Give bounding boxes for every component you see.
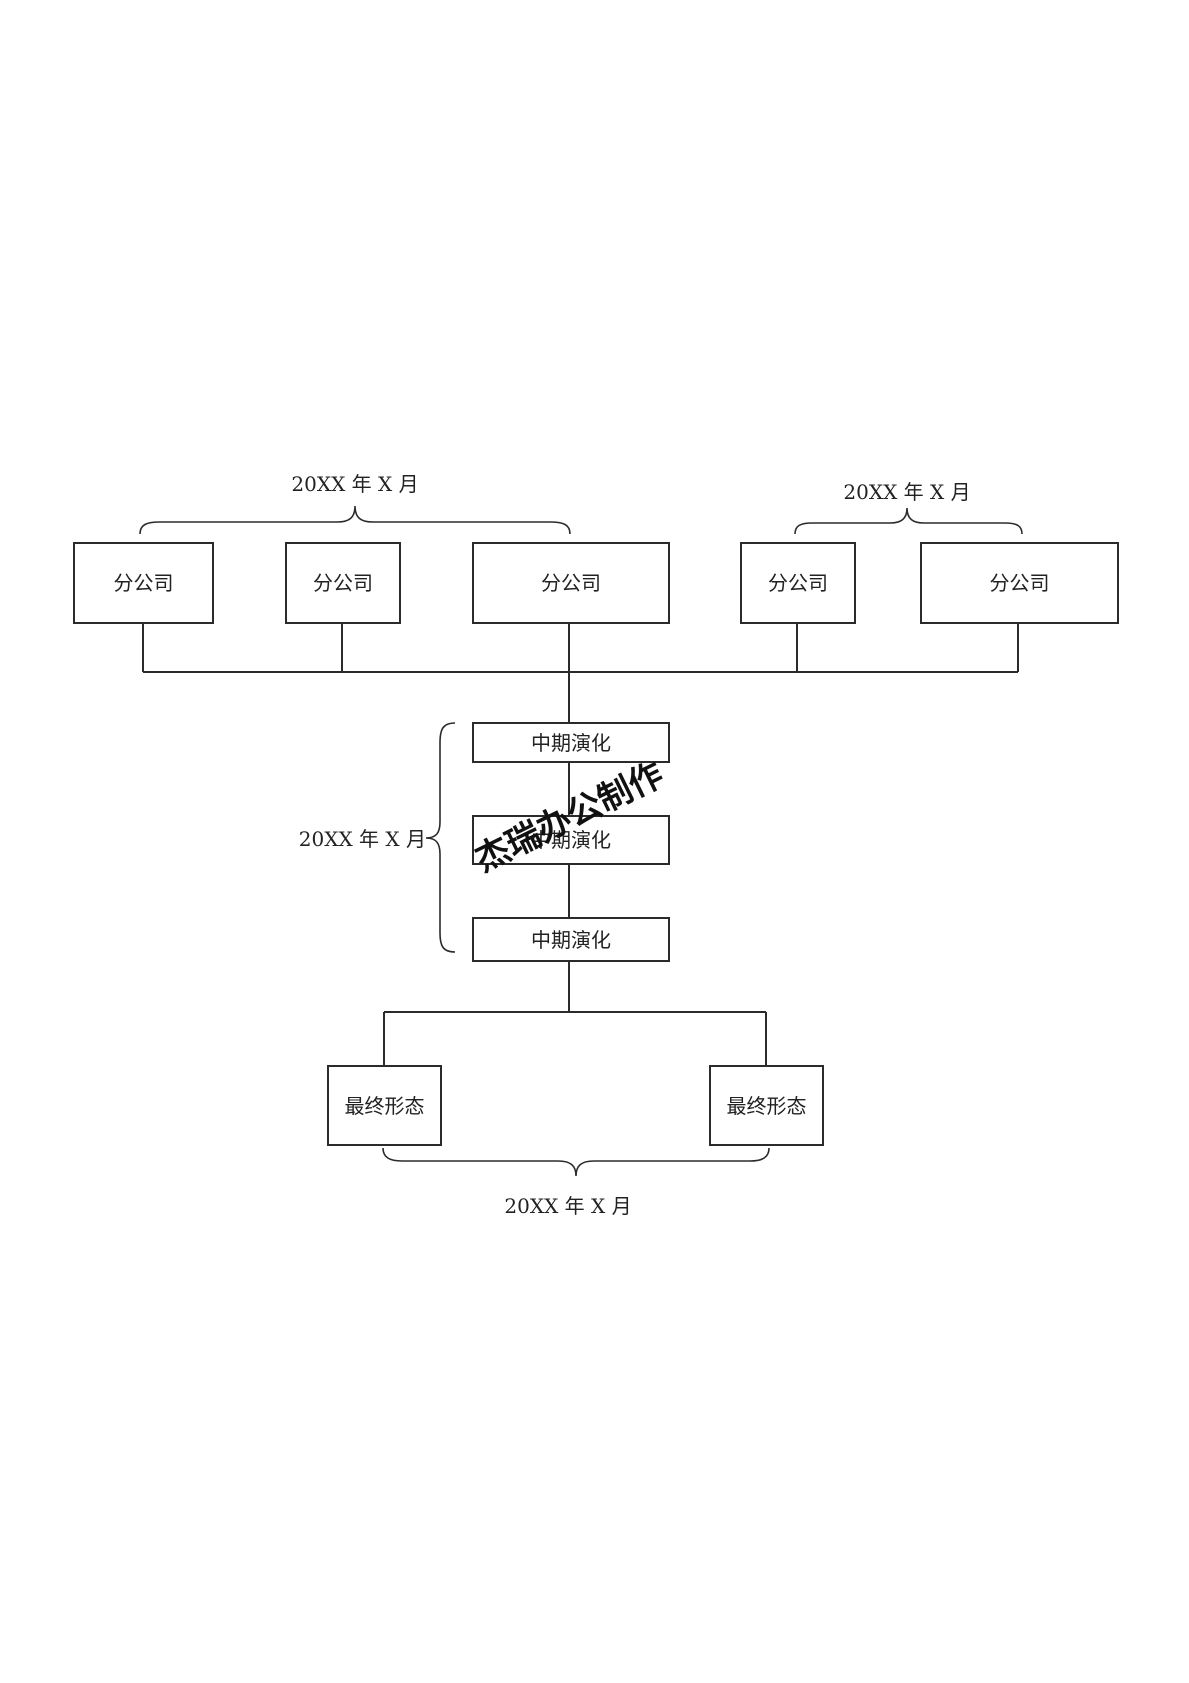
mid-stage-box-1: 中期演化 xyxy=(472,722,670,763)
branch-office-box-3: 分公司 xyxy=(472,542,670,624)
branch-office-label: 分公司 xyxy=(541,571,601,595)
final-stage-label: 最终形态 xyxy=(726,1093,807,1118)
mid-stage-label: 中期演化 xyxy=(531,730,611,755)
mid-stage-box-2: 中期演化 xyxy=(472,815,670,865)
brace-top-right xyxy=(794,507,1023,535)
brace-top-left xyxy=(139,505,571,535)
branch-office-label: 分公司 xyxy=(768,571,828,595)
final-stage-box-1: 最终形态 xyxy=(327,1065,442,1146)
final-stage-box-2: 最终形态 xyxy=(709,1065,824,1146)
branch-office-box-4: 分公司 xyxy=(740,542,856,624)
branch-office-box-1: 分公司 xyxy=(73,542,214,624)
branch-office-box-5: 分公司 xyxy=(920,542,1119,624)
branch-office-label: 分公司 xyxy=(313,571,373,595)
period-label-bottom: 20XX 年 X 月 xyxy=(504,1194,632,1218)
branch-office-label: 分公司 xyxy=(113,571,174,595)
period-label-top-left: 20XX 年 X 月 xyxy=(291,472,419,496)
brace-mid-stage xyxy=(425,722,456,953)
mid-stage-label: 中期演化 xyxy=(531,828,611,852)
mid-stage-box-3: 中期演化 xyxy=(472,917,670,962)
period-label-mid-stage: 20XX 年 X 月 xyxy=(298,827,426,851)
branch-office-box-2: 分公司 xyxy=(285,542,401,624)
period-label-top-right: 20XX 年 X 月 xyxy=(843,480,971,504)
mid-stage-label: 中期演化 xyxy=(531,927,611,952)
brace-bottom xyxy=(382,1147,770,1177)
branch-office-label: 分公司 xyxy=(989,571,1050,595)
final-stage-label: 最终形态 xyxy=(344,1093,425,1118)
